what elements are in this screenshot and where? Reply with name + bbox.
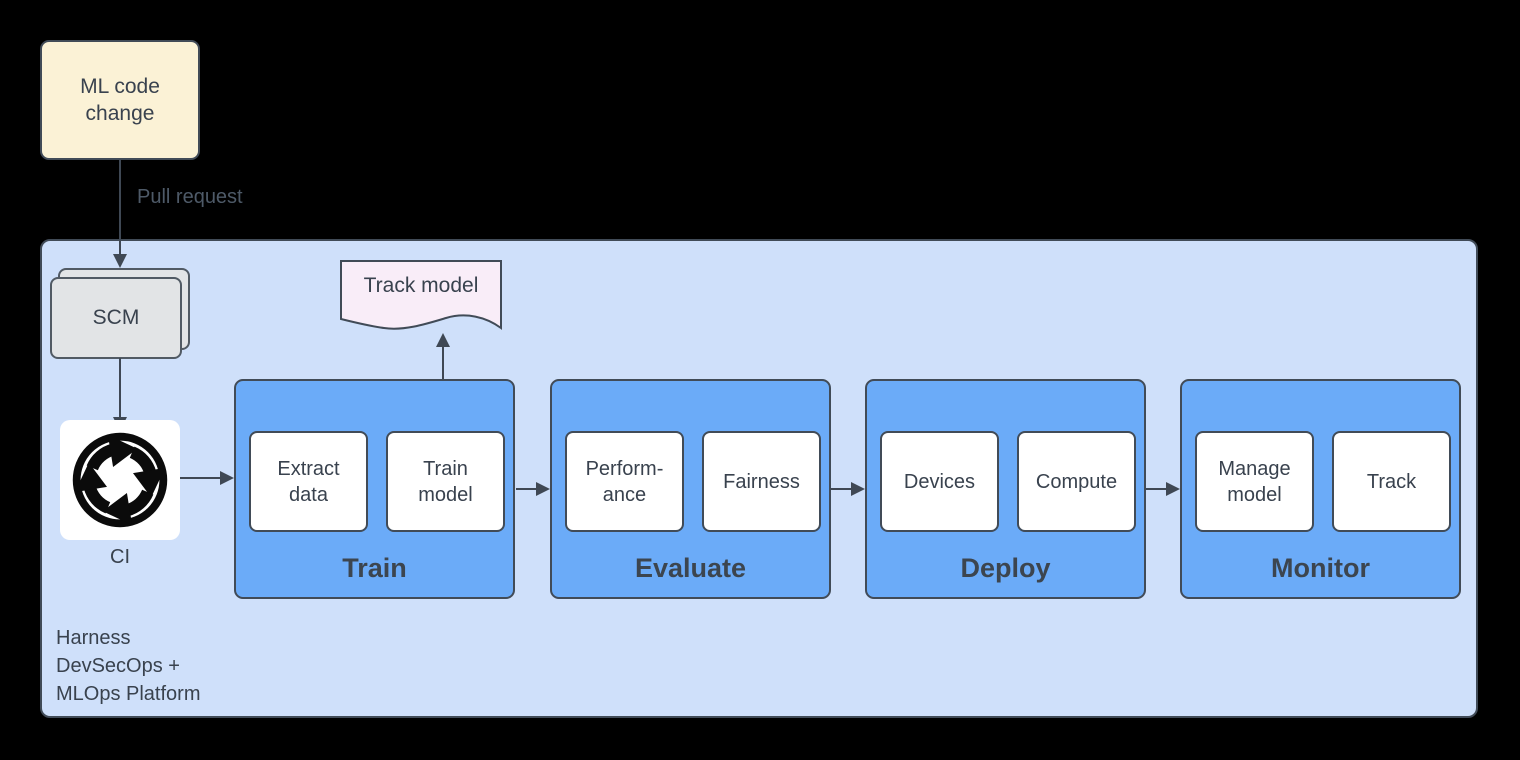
pull-request-label: Pull request xyxy=(137,186,243,208)
card-train-model-label: Train model xyxy=(418,457,473,506)
card-devices-label: Devices xyxy=(903,470,976,493)
card-devices: Devices xyxy=(880,431,999,532)
card-extract-data-label: Extract data xyxy=(277,457,340,506)
stage-evaluate-title: Evaluate xyxy=(634,553,747,583)
card-manage-model: Manage model xyxy=(1195,431,1314,532)
card-performance-label: Perform- ance xyxy=(585,457,664,506)
platform-label: Harness DevSecOps + MLOps Platform xyxy=(56,627,201,705)
card-track-label: Track xyxy=(1366,470,1417,493)
stage-train-title: Train xyxy=(342,553,407,583)
arrow-train-to-trackmodel-head xyxy=(436,333,450,347)
track-model-label: Track model xyxy=(363,274,479,297)
ml-code-change-label: ML code change xyxy=(80,74,160,125)
ci-node xyxy=(60,420,180,540)
arrow-scm-to-ci-line xyxy=(119,358,121,418)
scm-label: SCM xyxy=(92,306,140,329)
arrow-train-to-evaluate-head xyxy=(536,482,550,496)
stage-evaluate: Perform- ance Fairness Evaluate xyxy=(550,379,831,599)
arrow-mlcode-to-scm-head xyxy=(113,254,127,268)
ci-label: CI xyxy=(110,546,130,568)
card-compute: Compute xyxy=(1017,431,1136,532)
arrow-train-to-evaluate-line xyxy=(516,488,537,490)
card-performance: Perform- ance xyxy=(565,431,684,532)
card-compute-label: Compute xyxy=(1035,470,1118,493)
card-train-model: Train model xyxy=(386,431,505,532)
stage-deploy: Devices Compute Deploy xyxy=(865,379,1146,599)
arrow-ci-to-train-head xyxy=(220,471,234,485)
stage-deploy-title: Deploy xyxy=(960,553,1051,583)
stage-monitor-title: Monitor xyxy=(1271,553,1370,583)
arrow-train-to-trackmodel-line xyxy=(442,346,444,379)
card-fairness-label: Fairness xyxy=(723,470,800,493)
ci-cycle-icon xyxy=(72,432,168,528)
stage-train: Extract data Train model Train xyxy=(234,379,515,599)
card-manage-model-label: Manage model xyxy=(1218,457,1291,506)
arrow-mlcode-to-scm-line xyxy=(119,160,121,255)
arrow-evaluate-to-deploy-line xyxy=(831,488,852,490)
ml-code-change-node: ML code change xyxy=(40,40,200,160)
track-model-document-node xyxy=(340,260,502,336)
arrow-evaluate-to-deploy-head xyxy=(851,482,865,496)
arrow-ci-to-train-line xyxy=(180,477,221,479)
card-fairness: Fairness xyxy=(702,431,821,532)
card-track: Track xyxy=(1332,431,1451,532)
scm-node: SCM xyxy=(50,277,182,359)
stage-monitor: Manage model Track Monitor xyxy=(1180,379,1461,599)
arrow-deploy-to-monitor-head xyxy=(1166,482,1180,496)
card-extract-data: Extract data xyxy=(249,431,368,532)
arrow-deploy-to-monitor-line xyxy=(1146,488,1167,490)
document-shape xyxy=(340,260,502,330)
